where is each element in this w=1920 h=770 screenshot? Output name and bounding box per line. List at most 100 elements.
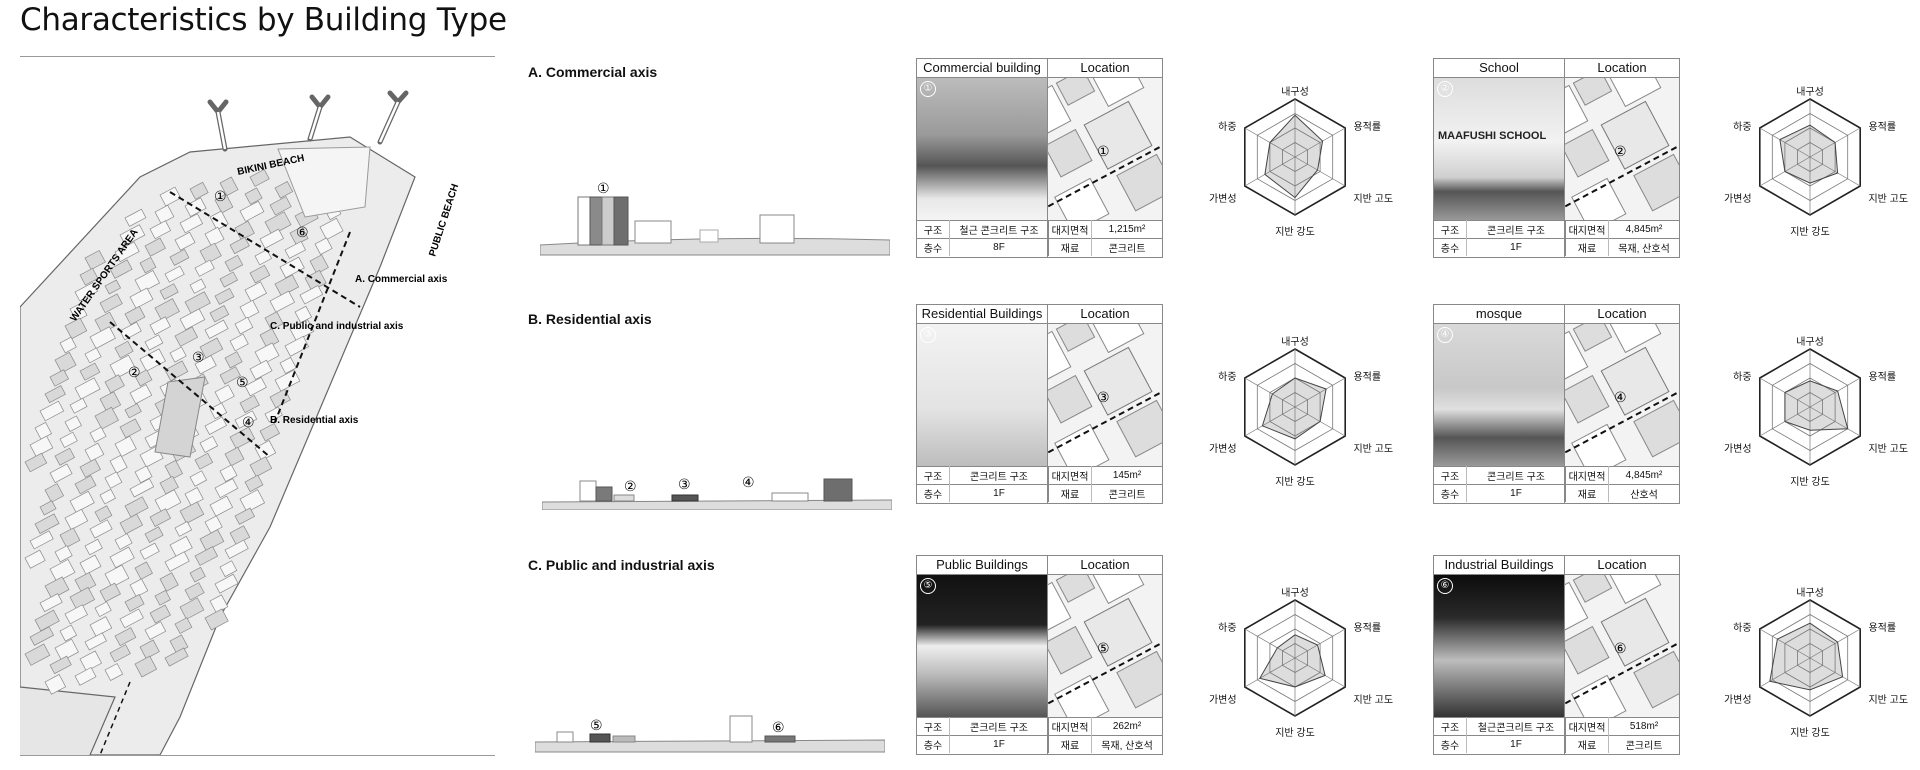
spec-value: 1F [949, 735, 1049, 753]
spec-key: 재료 [1048, 735, 1092, 753]
radar-spoke [1809, 377, 1861, 408]
radar-axis-label: 하중 [1218, 372, 1237, 383]
building-card-2: School Location ② MAAFUSHI SCHOOL ② [1433, 58, 1680, 258]
building-photo: ② MAAFUSHI SCHOOL [1434, 78, 1564, 220]
section-b-marker-2: ② [624, 478, 637, 494]
radar-axis-label: 지반 고도 [1868, 194, 1909, 205]
spec-value: 콘크리트 [1091, 238, 1162, 256]
radar-spoke [1294, 377, 1346, 408]
radar-axis-label: 용적률 [1353, 372, 1382, 383]
radar-axis-label: 하중 [1218, 623, 1237, 634]
card-location-label: Location [1597, 557, 1647, 572]
radar-axis-label: 지반 고도 [1353, 695, 1394, 706]
card-number: ④ [1437, 327, 1453, 343]
building-photo: ① [917, 78, 1047, 220]
radar-axis-label: 지반 고도 [1353, 194, 1394, 205]
card-number: ③ [920, 327, 936, 343]
radar-axis-label: 지반 고도 [1353, 444, 1394, 455]
radar-axis-label: 하중 [1733, 122, 1752, 133]
island-map: BIKINI BEACH WATER SPORTS AREA PUBLIC BE… [20, 56, 495, 756]
card-header: Residential Buildings Location [917, 305, 1162, 324]
spec-key: 구조 [917, 466, 950, 485]
radar-spoke [1244, 628, 1296, 659]
radar-axis-label: 지반 고도 [1868, 695, 1909, 706]
spec-value: 산호석 [1608, 484, 1679, 502]
building-specs: 구조 철근 콘크리트 구조 대지면적 1,215m² 층수 8F 재료 콘크리트 [917, 220, 1162, 256]
spec-value: 1F [1466, 735, 1566, 753]
section-a-marker-1: ① [597, 180, 610, 196]
spec-value: 1F [1466, 238, 1566, 256]
card-location-label: Location [1080, 557, 1130, 572]
radar-spoke [1809, 657, 1861, 688]
location-map: ⑥ [1565, 575, 1679, 717]
spec-key: 구조 [1434, 466, 1467, 485]
section-elevation-c: ⑤ ⑥ [535, 715, 885, 753]
radar-axis-label: 지반 강도 [1275, 728, 1315, 739]
radar-spoke [1244, 657, 1296, 688]
building-card-1: Commercial building Location ① ① [916, 58, 1163, 258]
location-marker: ⑤ [1097, 640, 1110, 656]
spec-value: 콘크리트 [1608, 735, 1679, 753]
axis-b-line [109, 321, 271, 458]
spec-value: 콘크리트 구조 [1466, 220, 1566, 239]
spec-key: 구조 [917, 717, 950, 736]
radar-axis-label: 내구성 [1281, 87, 1309, 98]
radar-data-polygon [1261, 377, 1327, 440]
card-number: ⑥ [1437, 578, 1453, 594]
radar-spoke [1244, 377, 1296, 408]
section-c-marker-5: ⑤ [590, 717, 603, 733]
radar-spoke [1759, 628, 1811, 659]
open-lot [277, 146, 371, 218]
sea-area [20, 687, 115, 755]
radar-spoke [1294, 156, 1346, 187]
building-photo: ⑤ [917, 575, 1047, 717]
radar-axis-label: 가변성 [1208, 194, 1237, 205]
location-map-drawing: ⑤ [1048, 575, 1162, 717]
radar-axis-label: 하중 [1733, 623, 1752, 634]
radar-axis-label: 지반 강도 [1790, 227, 1830, 238]
spec-key: 구조 [917, 220, 950, 239]
radar-axis-label: 내구성 [1796, 588, 1824, 599]
card-location-label: Location [1597, 306, 1647, 321]
spec-key: 층수 [1434, 238, 1467, 256]
radar-data-polygon [1264, 114, 1324, 199]
spec-value: 1F [1466, 484, 1566, 502]
spec-key: 대지면적 [1565, 220, 1609, 239]
radar-spoke [1809, 156, 1861, 187]
map-marker-3: ③ [192, 349, 205, 365]
map-marker-1: ① [214, 188, 227, 204]
section-title-a: A. Commercial axis [528, 64, 658, 80]
card-building-name: Public Buildings [917, 557, 1048, 575]
section-c-marker-6: ⑥ [772, 719, 785, 735]
map-marker-5: ⑤ [236, 374, 249, 390]
building-card-6: Industrial Buildings Location ⑥ ⑥ [1433, 555, 1680, 755]
map-marker-2: ② [128, 364, 141, 380]
building-photo: ⑥ [1434, 575, 1564, 717]
card-location-label: Location [1080, 306, 1130, 321]
radar-axis-label: 용적률 [1868, 623, 1897, 634]
map-drawing: BIKINI BEACH WATER SPORTS AREA PUBLIC BE… [20, 90, 461, 755]
radar-axis-label: 가변성 [1723, 444, 1752, 455]
radar-axis-label: 지반 강도 [1275, 227, 1315, 238]
building-specs: 구조 콘크리트 구조 대지면적 262m² 층수 1F 재료 목재, 산호석 [917, 717, 1162, 753]
spec-key: 층수 [917, 238, 950, 256]
section-title-b: B. Residential axis [528, 311, 652, 327]
spec-value: 1,215m² [1091, 220, 1162, 239]
spec-value: 콘크리트 구조 [1466, 466, 1566, 485]
radar-axis-label: 가변성 [1723, 194, 1752, 205]
building-specs: 구조 콘크리트 구조 대지면적 4,845m² 층수 1F 재료 산호석 [1434, 466, 1679, 502]
spec-key: 구조 [1434, 717, 1467, 736]
map-marker-6: ⑥ [296, 224, 309, 240]
location-map: ③ [1048, 324, 1162, 466]
location-map-drawing: ③ [1048, 324, 1162, 466]
radar-axis-label: 용적률 [1868, 372, 1897, 383]
radar-axis-label: 가변성 [1208, 444, 1237, 455]
radar-axis-label: 하중 [1733, 372, 1752, 383]
spec-value: 8F [949, 238, 1049, 256]
radar-axis-label: 내구성 [1796, 337, 1824, 348]
section-elevation-b: ② ③ ④ [542, 474, 892, 510]
spec-value: 철근콘크리트 구조 [1466, 717, 1566, 736]
